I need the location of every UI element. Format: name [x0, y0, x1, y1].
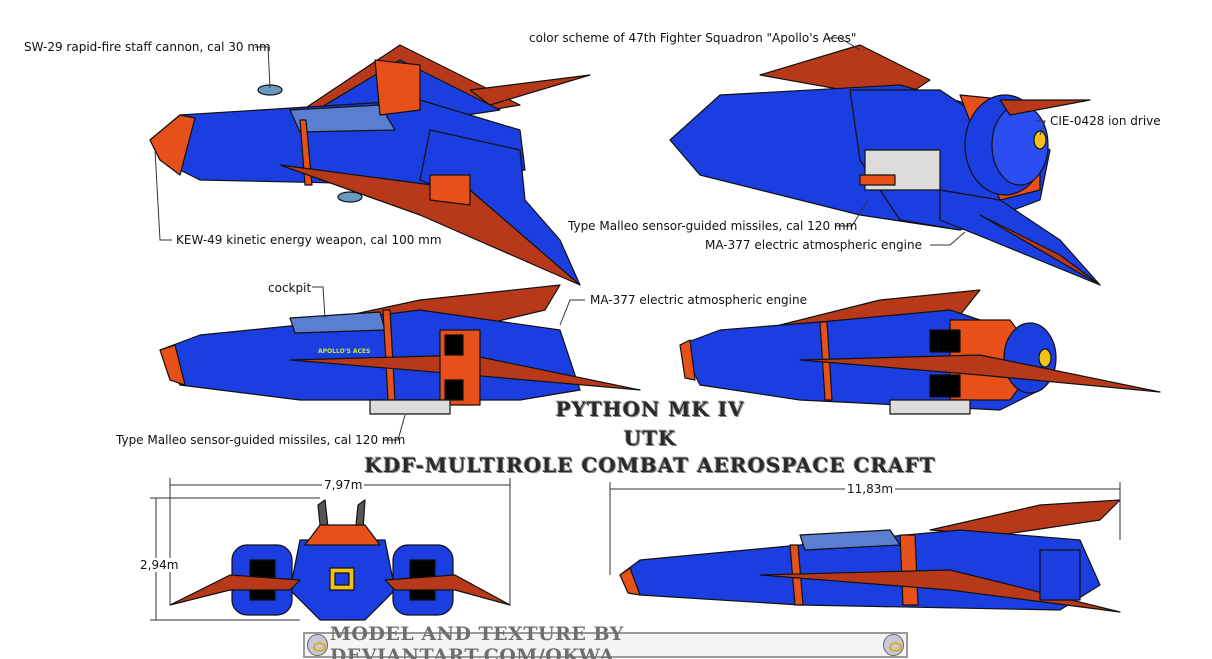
engine-top-callout: MA-377 electric atmospheric engine [705, 238, 922, 252]
height-dimension: 2,94m [138, 558, 181, 572]
credit-banner: MODEL AND TEXTURE BY DEVIANTART.COM/OKWA [303, 623, 908, 659]
cannon-callout: SW-29 rapid-fire staff cannon, cal 30 mm [24, 40, 271, 54]
kinetic-weapon-callout: KEW-49 kinetic energy weapon, cal 100 mm [176, 233, 442, 247]
ship-front-view [169, 499, 511, 621]
ship-side-view-left [159, 284, 641, 415]
color-scheme-callout: color scheme of 47th Fighter Squadron "A… [529, 31, 857, 45]
ship-front-three-quarter-view [149, 44, 591, 286]
missiles-top-callout: Type Malleo sensor-guided missiles, cal … [568, 219, 858, 233]
width-dimension: 7,97m [322, 478, 365, 492]
credit-text: MODEL AND TEXTURE BY DEVIANTART.COM/OKWA [329, 623, 624, 659]
leader-lines [154, 37, 1046, 441]
engine-side-callout: MA-377 electric atmospheric engine [590, 293, 807, 307]
hull-marking: APOLLO'S ACES [318, 348, 371, 355]
ion-drive-callout: CIE-0428 ion drive [1050, 114, 1161, 128]
logo-icon [307, 634, 328, 656]
ship-side-view-right [679, 289, 1161, 415]
logo-icon [883, 634, 904, 656]
cockpit-callout: cockpit [268, 281, 312, 295]
length-dimension: 11,83m [845, 482, 896, 496]
title-line-2: UTK [623, 426, 677, 450]
ship-side-view-bottom [619, 499, 1121, 613]
missiles-side-callout: Type Malleo sensor-guided missiles, cal … [116, 433, 406, 447]
ship-rear-three-quarter-view [669, 44, 1101, 286]
title-line-3: KDF-MULTIROLE COMBAT AEROSPACE CRAFT [364, 453, 936, 477]
title-line-1: PYTHON MK IV [555, 397, 745, 421]
